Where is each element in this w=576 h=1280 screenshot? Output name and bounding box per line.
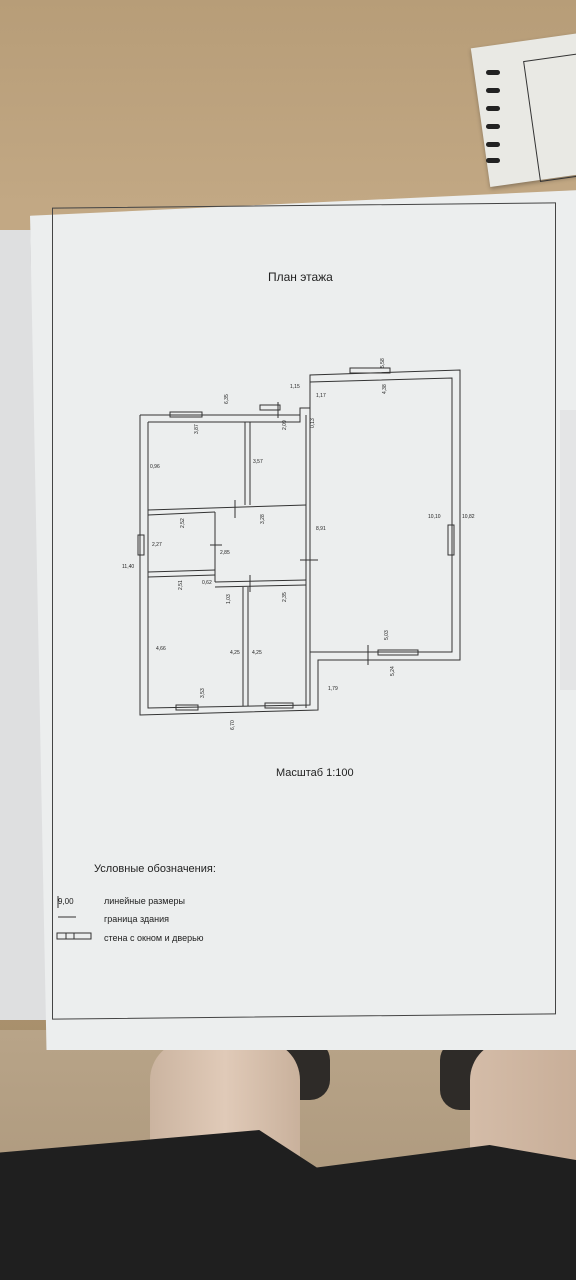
adjacent-sheet xyxy=(560,410,576,690)
dimension-label: 6,35 xyxy=(224,394,230,404)
legend-label: граница здания xyxy=(104,914,170,924)
window-symbol xyxy=(349,367,391,374)
dimension-label: 2,51 xyxy=(178,580,184,590)
partition-wall xyxy=(147,504,307,511)
dimension-label: 0,62 xyxy=(202,580,212,586)
dimension-label: 2,85 xyxy=(220,550,230,556)
dimension-label: 10,82 xyxy=(462,514,475,520)
window-symbol xyxy=(175,704,199,711)
floor-plan-svg xyxy=(137,367,461,716)
dimension-label: 2,52 xyxy=(180,518,186,528)
dimension-label: 2,35 xyxy=(282,592,288,602)
partition-wall xyxy=(147,511,216,516)
dimension-label: 4,25 xyxy=(252,650,262,656)
dimension-label: 2,09 xyxy=(282,420,288,430)
dimension-label: 3,57 xyxy=(253,459,263,465)
floor-plan-sheet xyxy=(30,190,576,1050)
dimension-label: 3,28 xyxy=(260,514,266,524)
window-symbol xyxy=(169,411,203,418)
window-symbol xyxy=(447,524,455,556)
dimension-label: 0,96 xyxy=(150,464,160,470)
dimension-label: 3,53 xyxy=(200,688,206,698)
window-symbol xyxy=(259,404,281,411)
outer-wall-line xyxy=(139,369,461,716)
dimension-label: 3,87 xyxy=(194,424,200,434)
partition-wall xyxy=(214,584,307,588)
legend-sample-dimension: 9,00 xyxy=(58,897,74,906)
dimension-label: 1,15 xyxy=(290,384,300,390)
partition-wall xyxy=(147,569,216,573)
dimension-label: 11,40 xyxy=(122,564,135,570)
dimension-label: 1,03 xyxy=(226,594,232,604)
binder-spiral xyxy=(486,88,500,93)
dimension-label: 5,58 xyxy=(380,358,386,368)
legend-title: Условные обозначения: xyxy=(94,863,216,875)
partition-wall xyxy=(147,574,216,578)
plan-title: План этажа xyxy=(268,270,333,284)
dimension-label: 4,38 xyxy=(382,384,388,394)
floor-plan-drawing: 1,15 5,58 6,35 1,17 4,38 0,13 2,09 3,87 … xyxy=(110,358,480,730)
legend-symbols xyxy=(56,896,92,940)
binder-frame xyxy=(523,52,576,182)
window-symbol xyxy=(377,649,419,656)
inner-wall-line xyxy=(148,415,301,423)
legend-label: линейные размеры xyxy=(104,896,185,906)
dimension-label: 2,27 xyxy=(152,542,162,548)
dimension-label: 10,10 xyxy=(428,514,441,520)
binder-spiral xyxy=(486,142,500,147)
dimension-label: 8,91 xyxy=(316,526,326,532)
partition-wall xyxy=(214,579,307,583)
dimension-label: 1,79 xyxy=(328,686,338,692)
plan-scale: Масштаб 1:100 xyxy=(276,767,354,779)
window-symbol xyxy=(137,534,145,556)
binder-spiral xyxy=(486,70,500,75)
dark-shorts xyxy=(0,1130,576,1280)
binder-spiral xyxy=(486,158,500,163)
legend-label: стена с окном и дверью xyxy=(104,933,204,943)
dimension-label: 4,66 xyxy=(156,646,166,652)
dimension-label: 6,70 xyxy=(230,720,236,730)
dimension-label: 5,24 xyxy=(390,666,396,676)
dimension-label: 1,17 xyxy=(316,393,326,399)
binder-spiral xyxy=(486,124,500,129)
binder-spiral xyxy=(486,106,500,111)
window-symbol xyxy=(264,702,294,709)
dimension-label: 0,13 xyxy=(310,418,316,428)
dimension-label: 4,25 xyxy=(230,650,240,656)
dimension-label: 5,03 xyxy=(384,630,390,640)
